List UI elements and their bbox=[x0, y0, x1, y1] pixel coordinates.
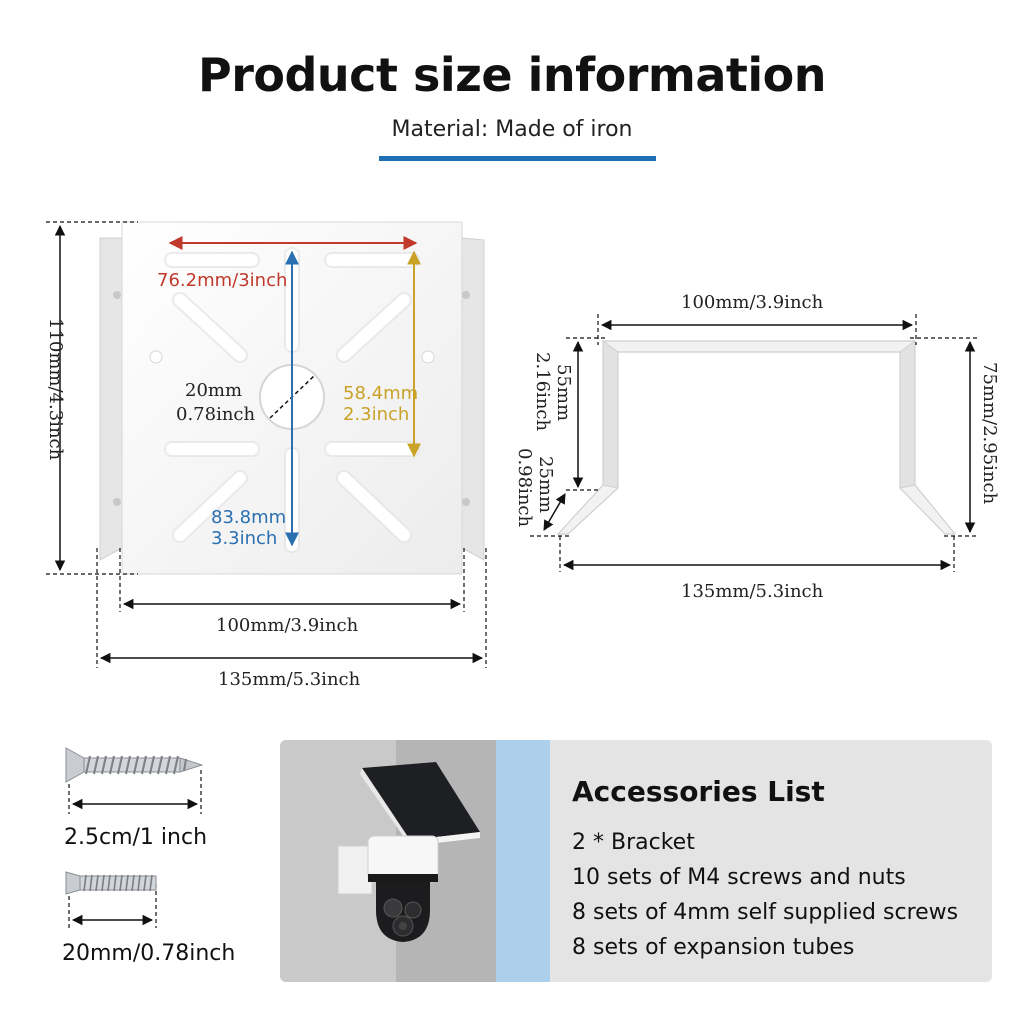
bracket-side-drawing bbox=[556, 340, 957, 535]
title-underline bbox=[379, 156, 656, 161]
wood-screw-icon bbox=[65, 747, 204, 783]
accessories-title: Accessories List bbox=[572, 775, 825, 808]
plate-inner-width-label: 100mm/3.9inch bbox=[216, 615, 359, 636]
accessory-item: 8 sets of expansion tubes bbox=[572, 935, 855, 960]
wood-screw-label: 2.5cm/1 inch bbox=[64, 825, 208, 850]
bracket-upper-height-label-mm: 55mm bbox=[553, 364, 574, 422]
machine-screw-icon bbox=[65, 871, 157, 895]
bracket-flange-label-mm: 25mm bbox=[535, 456, 556, 514]
slot-span-label: 76.2mm/3inch bbox=[157, 270, 288, 291]
page-subtitle: Material: Made of iron bbox=[391, 117, 633, 142]
plate-extension-lines bbox=[46, 221, 487, 668]
machine-screw-label: 20mm/0.78inch bbox=[62, 941, 236, 966]
bracket-upper-height-label-inch: 2.16inch bbox=[532, 352, 553, 432]
vertical-span-label-mm: 58.4mm bbox=[343, 383, 419, 404]
bracket-top-width-label: 100mm/3.9inch bbox=[681, 292, 824, 313]
accessory-item: 2 * Bracket bbox=[572, 830, 695, 855]
bracket-bottom-width-label: 135mm/5.3inch bbox=[681, 581, 824, 602]
bracket-flange-dimension-line bbox=[543, 493, 566, 531]
accessory-item: 8 sets of 4mm self supplied screws bbox=[572, 900, 959, 925]
solar-camera-icon bbox=[280, 740, 550, 982]
accessory-item: 10 sets of M4 screws and nuts bbox=[572, 865, 906, 890]
plate-outer-width-label: 135mm/5.3inch bbox=[218, 669, 361, 690]
long-span-label-inch: 3.3inch bbox=[211, 528, 278, 549]
hole-diameter-label-inch: 0.78inch bbox=[176, 404, 256, 425]
long-span-label-mm: 83.8mm bbox=[211, 507, 287, 528]
page-title: Product size information bbox=[198, 48, 826, 102]
bracket-flange-label-inch: 0.98inch bbox=[514, 448, 535, 528]
plate-height-label: 110mm/4.3inch bbox=[45, 318, 66, 461]
bracket-height-label: 75mm/2.95inch bbox=[979, 362, 1000, 505]
accessories-panel bbox=[280, 740, 992, 982]
bracket-extension-lines bbox=[530, 314, 978, 572]
hole-diameter-label-mm: 20mm bbox=[185, 380, 243, 401]
vertical-span-label-inch: 2.3inch bbox=[343, 404, 410, 425]
